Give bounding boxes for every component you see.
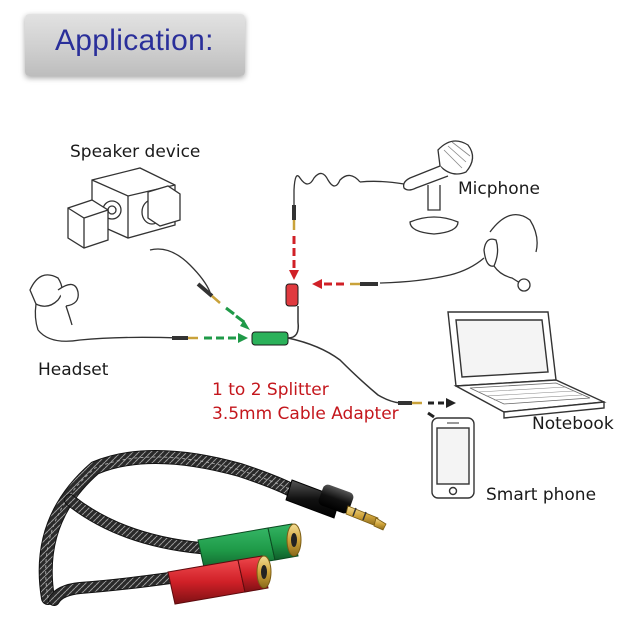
mic-cable	[293, 172, 361, 205]
header-banner	[25, 14, 245, 76]
notebook-illustration	[447, 311, 607, 419]
mic-plug	[289, 205, 299, 280]
micphone-illustration	[359, 140, 474, 235]
smartphone-illustration	[431, 417, 475, 499]
speaker-plug	[196, 282, 250, 330]
diagram-splitter	[251, 283, 401, 404]
page-title: Application:	[55, 24, 214, 57]
label-micphone: Micphone	[458, 179, 540, 199]
headset-illustration	[29, 274, 181, 342]
label-smart-phone: Smart phone	[486, 485, 597, 505]
label-splitter-line2: 3.5mm Cable Adapter	[212, 404, 399, 424]
product-cable-photo	[38, 449, 387, 606]
label-speaker-device: Speaker device	[70, 142, 201, 162]
label-splitter-line1: 1 to 2 Splitter	[212, 380, 329, 400]
headset-plug	[172, 333, 248, 343]
label-headset: Headset	[38, 360, 109, 380]
label-notebook: Notebook	[532, 414, 614, 434]
head-microphone-illustration	[379, 214, 538, 292]
speaker-device-illustration	[67, 167, 211, 293]
headmic-plug	[312, 279, 378, 289]
